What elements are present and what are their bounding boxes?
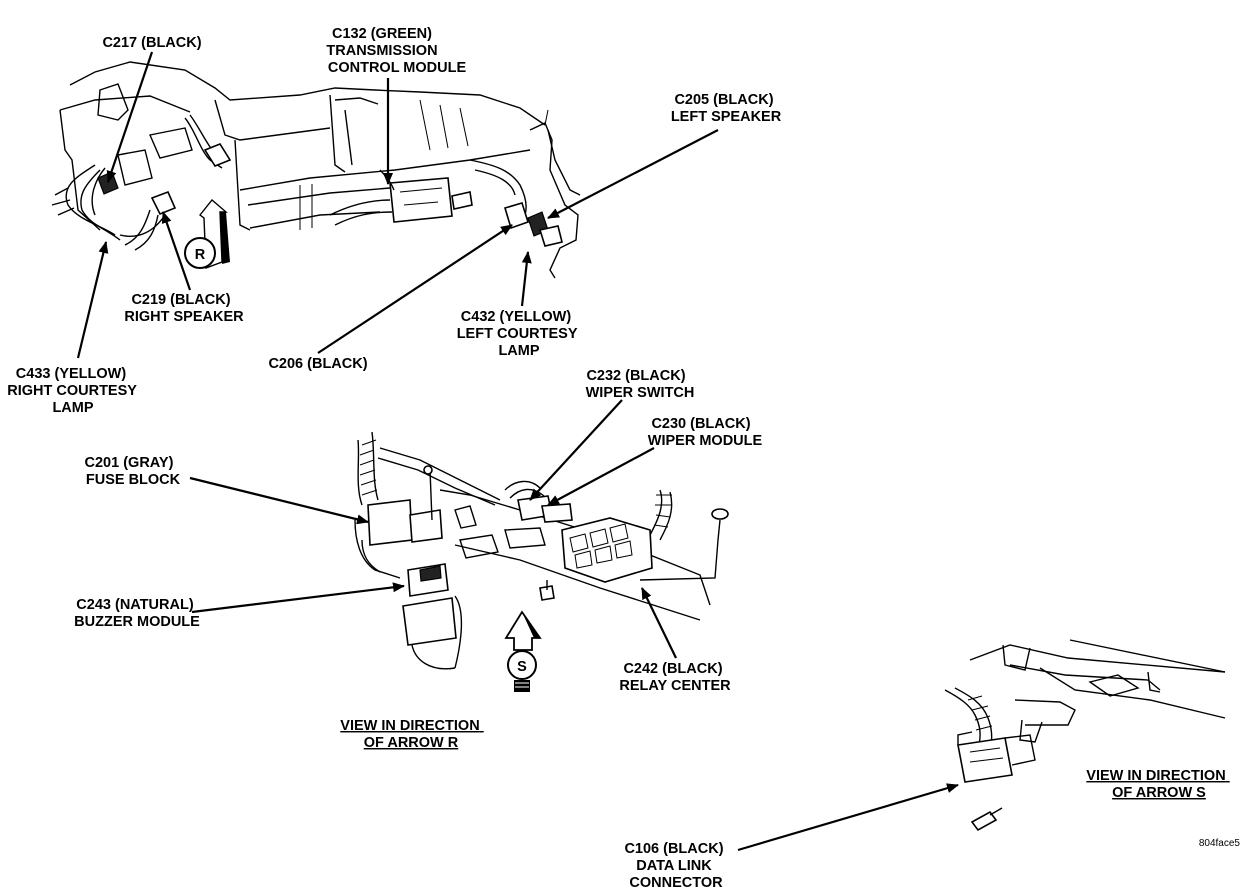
label-c106-line-1: C106 (BLACK) [624, 841, 723, 857]
label-c433-line-1: C433 (YELLOW) [16, 366, 127, 382]
label-c243: C243 (NATURAL) BUZZER MODULE [74, 597, 200, 630]
label-c201-line-2: FUSE BLOCK [86, 472, 181, 488]
label-c243-line-2: BUZZER MODULE [74, 614, 200, 630]
label-c230-line-1: C230 (BLACK) [651, 416, 750, 432]
label-c219-line-1: C219 (BLACK) [131, 292, 230, 308]
label-c432: C432 (YELLOW) LEFT COURTESY LAMP [457, 309, 582, 359]
label-c132-line-3: CONTROL MODULE [328, 60, 467, 76]
label-c232-line-1: C232 (BLACK) [586, 368, 685, 384]
view-r-line-1: VIEW IN DIRECTION [340, 718, 479, 734]
label-c132: C132 (GREEN) TRANSMISSION CONTROL MODULE [326, 26, 466, 76]
label-c433-line-2: RIGHT COURTESY [7, 383, 137, 399]
figure-id: 804face5 [1199, 838, 1241, 849]
label-c232-line-2: WIPER SWITCH [586, 385, 695, 401]
label-c217-line-1: C217 (BLACK) [102, 35, 201, 51]
label-c206-line-1: C206 (BLACK) [268, 356, 367, 372]
data-link-connector-drawing [944, 639, 1226, 832]
view-s-line-1: VIEW IN DIRECTION [1086, 768, 1225, 784]
label-c433-line-3: LAMP [52, 400, 93, 416]
view-r-line-2: OF ARROW R [364, 735, 459, 751]
label-c230-line-2: WIPER MODULE [648, 433, 763, 449]
label-c206: C206 (BLACK) [268, 356, 367, 372]
fuse-block-area-drawing [354, 431, 729, 670]
label-c217: C217 (BLACK) [102, 35, 201, 51]
label-c432-line-3: LAMP [498, 343, 539, 359]
label-c242-line-2: RELAY CENTER [619, 678, 731, 694]
label-c242: C242 (BLACK) RELAY CENTER [619, 661, 731, 694]
label-c205: C205 (BLACK) LEFT SPEAKER [671, 92, 782, 125]
label-c106-line-3: CONNECTOR [629, 875, 723, 891]
label-c243-line-1: C243 (NATURAL) [76, 597, 194, 613]
label-c205-line-1: C205 (BLACK) [674, 92, 773, 108]
instrument-panel-drawing [51, 61, 581, 279]
label-c201-line-1: C201 (GRAY) [85, 455, 174, 471]
arrow-r-indicator: R [184, 198, 230, 269]
label-c132-line-2: TRANSMISSION [326, 43, 437, 59]
arrow-r-letter: R [195, 247, 206, 263]
leader-lines [76, 51, 959, 852]
label-c232: C232 (BLACK) WIPER SWITCH [586, 368, 695, 401]
view-s-line-2: OF ARROW S [1112, 785, 1206, 801]
arrow-s-indicator: S [504, 610, 542, 692]
label-c106-line-2: DATA LINK [636, 858, 712, 874]
view-label-arrow-s: VIEW IN DIRECTION OF ARROW S [1086, 768, 1229, 801]
label-c432-line-2: LEFT COURTESY [457, 326, 578, 342]
label-c230: C230 (BLACK) WIPER MODULE [648, 416, 763, 449]
label-c432-line-1: C432 (YELLOW) [461, 309, 572, 325]
label-c201: C201 (GRAY) FUSE BLOCK [85, 455, 181, 488]
label-c132-line-1: C132 (GREEN) [332, 26, 432, 42]
arrow-s-letter: S [517, 659, 527, 675]
view-label-arrow-r: VIEW IN DIRECTION OF ARROW R [340, 718, 483, 751]
label-c219: C219 (BLACK) RIGHT SPEAKER [124, 292, 244, 325]
label-c433: C433 (YELLOW) RIGHT COURTESY LAMP [7, 366, 140, 416]
label-c242-line-1: C242 (BLACK) [623, 661, 722, 677]
label-c219-line-2: RIGHT SPEAKER [124, 309, 244, 325]
callout-labels: C217 (BLACK) C132 (GREEN) TRANSMISSION C… [7, 26, 1240, 891]
label-c205-line-2: LEFT SPEAKER [671, 109, 782, 125]
label-c106: C106 (BLACK) DATA LINK CONNECTOR [624, 841, 727, 891]
